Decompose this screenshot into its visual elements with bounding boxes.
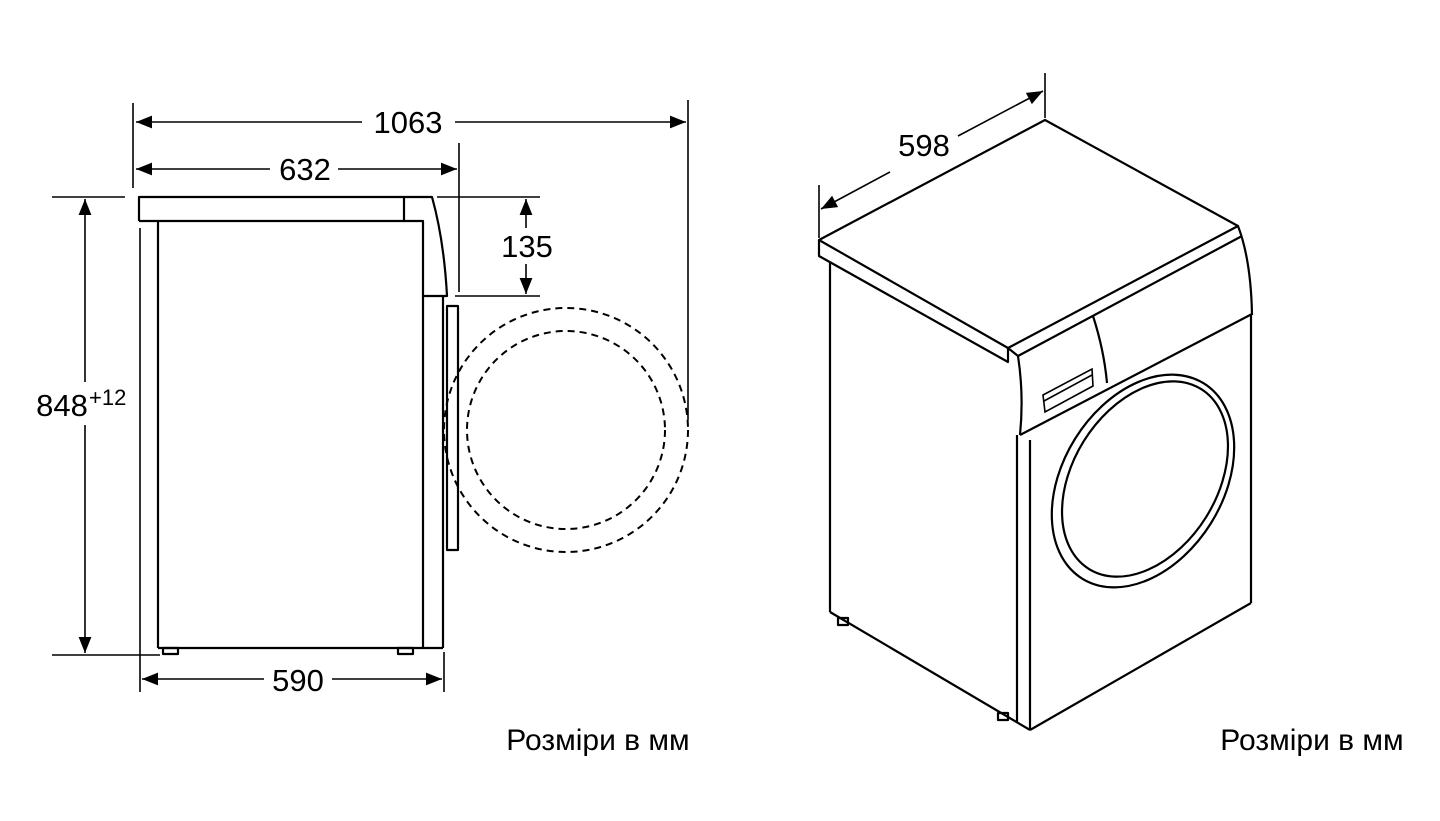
iso-view-machine: [817, 118, 1254, 731]
side-view-machine: [137, 195, 689, 656]
side-view-caption: Розміри в мм: [506, 724, 689, 757]
dim-height: 848: [36, 388, 88, 423]
dim-width: 598: [898, 128, 950, 163]
dim-top-offset: 135: [501, 229, 553, 264]
iso-view-dimensions: 598 Розміри в мм: [818, 73, 1404, 757]
door-swing-outer: [443, 307, 689, 553]
dim-depth-with-door: 632: [279, 152, 331, 187]
iso-view-caption: Розміри в мм: [1220, 724, 1403, 757]
side-view-dimensions: 1063 632 135 848 +12 590 Розміри в мм: [36, 100, 690, 757]
dim-height-tolerance: +12: [89, 385, 126, 410]
dim-body-depth: 590: [272, 663, 324, 698]
dim-total-depth: 1063: [374, 105, 443, 140]
door-swing-inner: [466, 330, 666, 530]
